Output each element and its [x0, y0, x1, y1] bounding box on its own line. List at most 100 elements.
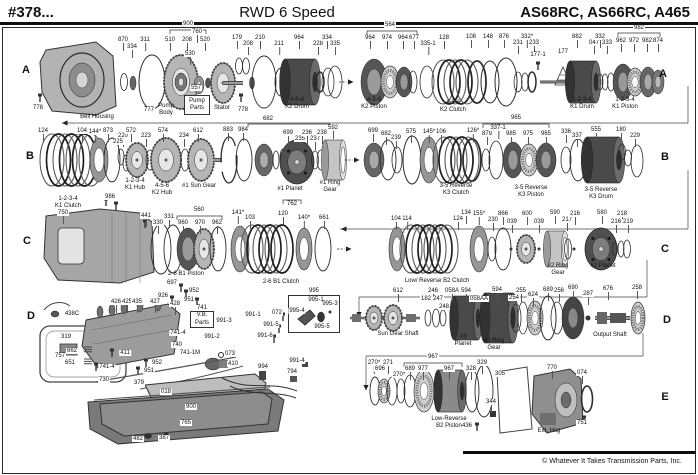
part-callout-441: 441: [139, 213, 153, 227]
copyright-text: © Whatever It Takes Transmission Parts, …: [542, 458, 682, 465]
part-callout-337-1: 337-1: [489, 125, 507, 139]
part-callout-179: 179: [230, 35, 244, 49]
k1-clutch-art: [52, 133, 78, 187]
part-callout-104: 104: [389, 216, 403, 230]
part-art: [391, 146, 403, 174]
part-callout-876: 876: [497, 34, 511, 48]
part-art: [138, 54, 166, 110]
part-art: [57, 227, 85, 265]
part-callout-985: 985: [504, 131, 518, 145]
arrow-icon: [348, 79, 354, 85]
part-art: [135, 158, 139, 162]
part-art: [368, 150, 380, 170]
part-callout-964: 964: [363, 35, 377, 49]
part-art: [560, 391, 572, 409]
k2-drum-art: [279, 58, 291, 106]
part-callout-177-1: 177-1: [529, 52, 547, 58]
part-callout-211: 211: [273, 41, 285, 55]
screw-icon: [536, 61, 540, 65]
part-callout-661: 661: [317, 215, 331, 229]
part-art: [235, 138, 253, 182]
group-label-sun-gear-shaft: Sun Gear Shaft: [377, 331, 419, 337]
part-callout-651: 651: [63, 360, 77, 366]
part-art: [381, 385, 387, 397]
part-callout-332: 332*: [519, 34, 535, 48]
k3-clutch-art: [450, 136, 474, 184]
group-label-2-ring-gear: #2 Ring Gear: [547, 263, 569, 276]
part-callout-777: 777: [142, 107, 156, 113]
screw-icon: [272, 334, 276, 338]
part-art: [251, 55, 277, 109]
footer-bar: [463, 451, 696, 454]
part-callout-329: 329: [475, 360, 489, 374]
part-art: [328, 310, 332, 314]
diagram-border: [2, 27, 696, 474]
part-art: [601, 73, 609, 91]
part-callout-155: 155*: [471, 211, 487, 225]
bracket-line: [176, 215, 223, 220]
part-callout-682: 682: [261, 116, 275, 122]
part-art: [540, 150, 552, 170]
part-callout-218: 218: [615, 211, 629, 225]
part-callout-757: 757: [53, 353, 67, 359]
part-art: [311, 150, 319, 170]
part-art: [610, 313, 626, 323]
screw-icon: [170, 295, 174, 299]
group-label-4-5-6-k2-clutch: 4-5-6 K2 Clutch: [439, 100, 467, 113]
part-callout-594: 594: [459, 288, 473, 302]
group-label-1-2-3-4-k1-piston: 1-2-3-4 K1 Piston: [612, 97, 638, 110]
part-art: [259, 151, 269, 169]
group-label-4-5-6-k2-hub: 4-5-6 K2 Hub: [151, 183, 173, 196]
k2-clutch-art: [431, 59, 455, 105]
part-art: [432, 308, 440, 328]
planet1-art: [294, 159, 300, 165]
group-label-2-6-b1-piston: 2-6 B1 Piston: [167, 271, 205, 277]
part-art: [178, 77, 184, 87]
part-callout-228: 228: [311, 41, 325, 55]
part-art: [386, 75, 394, 89]
header-rule: [0, 22, 698, 25]
group-label-3-5-reverse-k3-drum: 3-5 Reverse K3 Drum: [584, 187, 618, 200]
part-callout-967: 967: [426, 354, 440, 360]
part-art: [299, 237, 309, 261]
ring-gear-1-art: [340, 146, 346, 174]
part-callout-960: 960: [176, 220, 190, 234]
part-callout-018: 018: [159, 389, 173, 395]
part-callout-438c: 438C: [63, 311, 81, 317]
part-art: [129, 75, 137, 91]
part-art: [372, 316, 376, 320]
planet2-art: [591, 257, 595, 262]
part-art: [302, 362, 308, 367]
part-callout-235: 235: [293, 136, 307, 150]
part-art: [164, 158, 168, 162]
screw-icon: [582, 415, 586, 419]
part-callout-995-4: 995-4: [288, 308, 306, 314]
part-callout-612: 612: [191, 128, 205, 142]
part-callout-557: 557: [189, 85, 203, 91]
screw-icon: [114, 201, 118, 205]
part-art: [396, 378, 406, 404]
part-art: [402, 135, 422, 185]
part-art: [560, 146, 572, 174]
part-callout-574: 574: [156, 128, 170, 142]
part-callout-699: 699: [366, 128, 380, 142]
b2-clutch-art: [411, 224, 435, 274]
k3-drum-art: [580, 136, 594, 184]
part-callout-144: 144*: [87, 129, 103, 143]
part-art: [93, 147, 105, 173]
screw-icon: [38, 93, 42, 97]
part-callout-225: 225: [111, 139, 125, 153]
part-art: [580, 385, 594, 413]
arrow-icon: [363, 385, 369, 391]
part-art: [297, 309, 316, 326]
k3-drum-art: [616, 149, 622, 171]
part-callout-900: 900: [184, 404, 198, 410]
part-callout-982: 982: [632, 25, 646, 31]
group-label-1-ring-gear: #1 Ring Gear: [319, 180, 341, 193]
transmission-models: AS68RC, AS66RC, A465: [520, 4, 690, 21]
part-callout-145: 145*: [421, 129, 437, 143]
part-art: [567, 307, 579, 329]
part-callout-662: 662: [65, 348, 79, 354]
part-callout-258: 258: [630, 285, 644, 299]
part-art: [315, 71, 325, 93]
